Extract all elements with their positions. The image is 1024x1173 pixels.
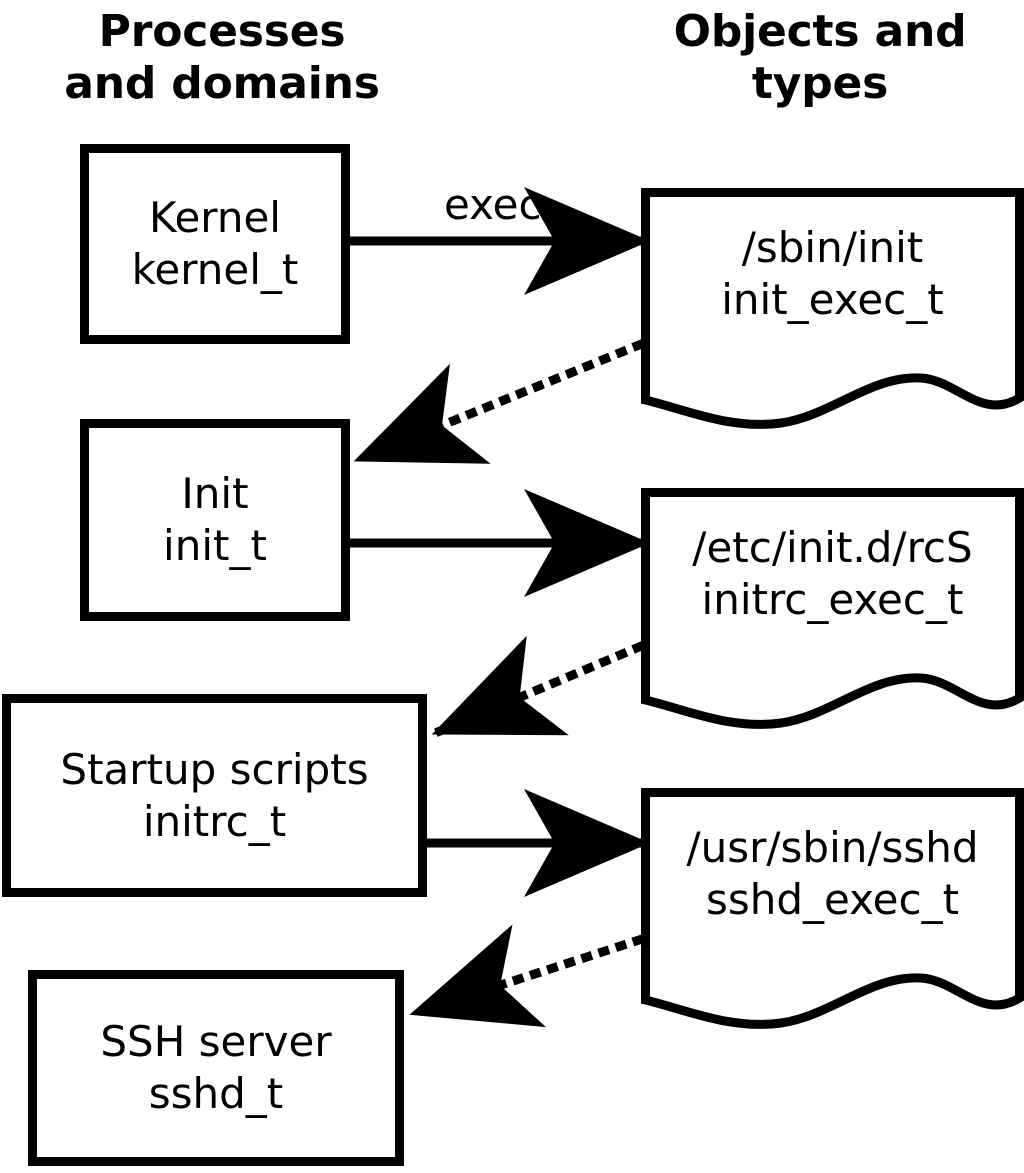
process-box-ssh-server[interactable]: SSH server sshd_t [28,970,404,1166]
column-heading-processes: Processes and domains [64,6,380,109]
object-shape-initrc-exec[interactable]: /etc/init.d/rcS initrc_exec_t [641,488,1024,732]
process-box-ssh-server-type: sshd_t [148,1069,284,1118]
process-box-init-name: Init [181,469,249,518]
column-heading-objects: Objects and types [673,6,967,109]
process-box-startup-scripts-type: initrc_t [142,796,287,846]
edge-sshd-exec-to-sshd[interactable] [409,924,645,1028]
edge-initrc-exec-to-initrc[interactable] [431,635,645,737]
process-box-kernel-type: kernel_t [131,245,299,294]
process-box-init[interactable]: Init init_t [80,419,350,621]
process-box-startup-scripts[interactable]: Startup scripts initrc_t [2,694,427,897]
edge-label-exec: exec [444,180,542,229]
process-box-init-type: init_t [163,521,267,570]
process-box-startup-scripts-name: Startup scripts [60,744,369,794]
edge-init-exec-to-init[interactable] [353,339,645,464]
object-shape-init-exec[interactable]: /sbin/init init_exec_t [641,188,1024,432]
object-shape-sshd-exec[interactable]: /usr/sbin/sshd sshd_exec_t [641,788,1024,1032]
process-box-kernel-name: Kernel [149,193,281,242]
process-box-ssh-server-name: SSH server [100,1017,332,1066]
process-box-kernel[interactable]: Kernel kernel_t [80,144,350,344]
